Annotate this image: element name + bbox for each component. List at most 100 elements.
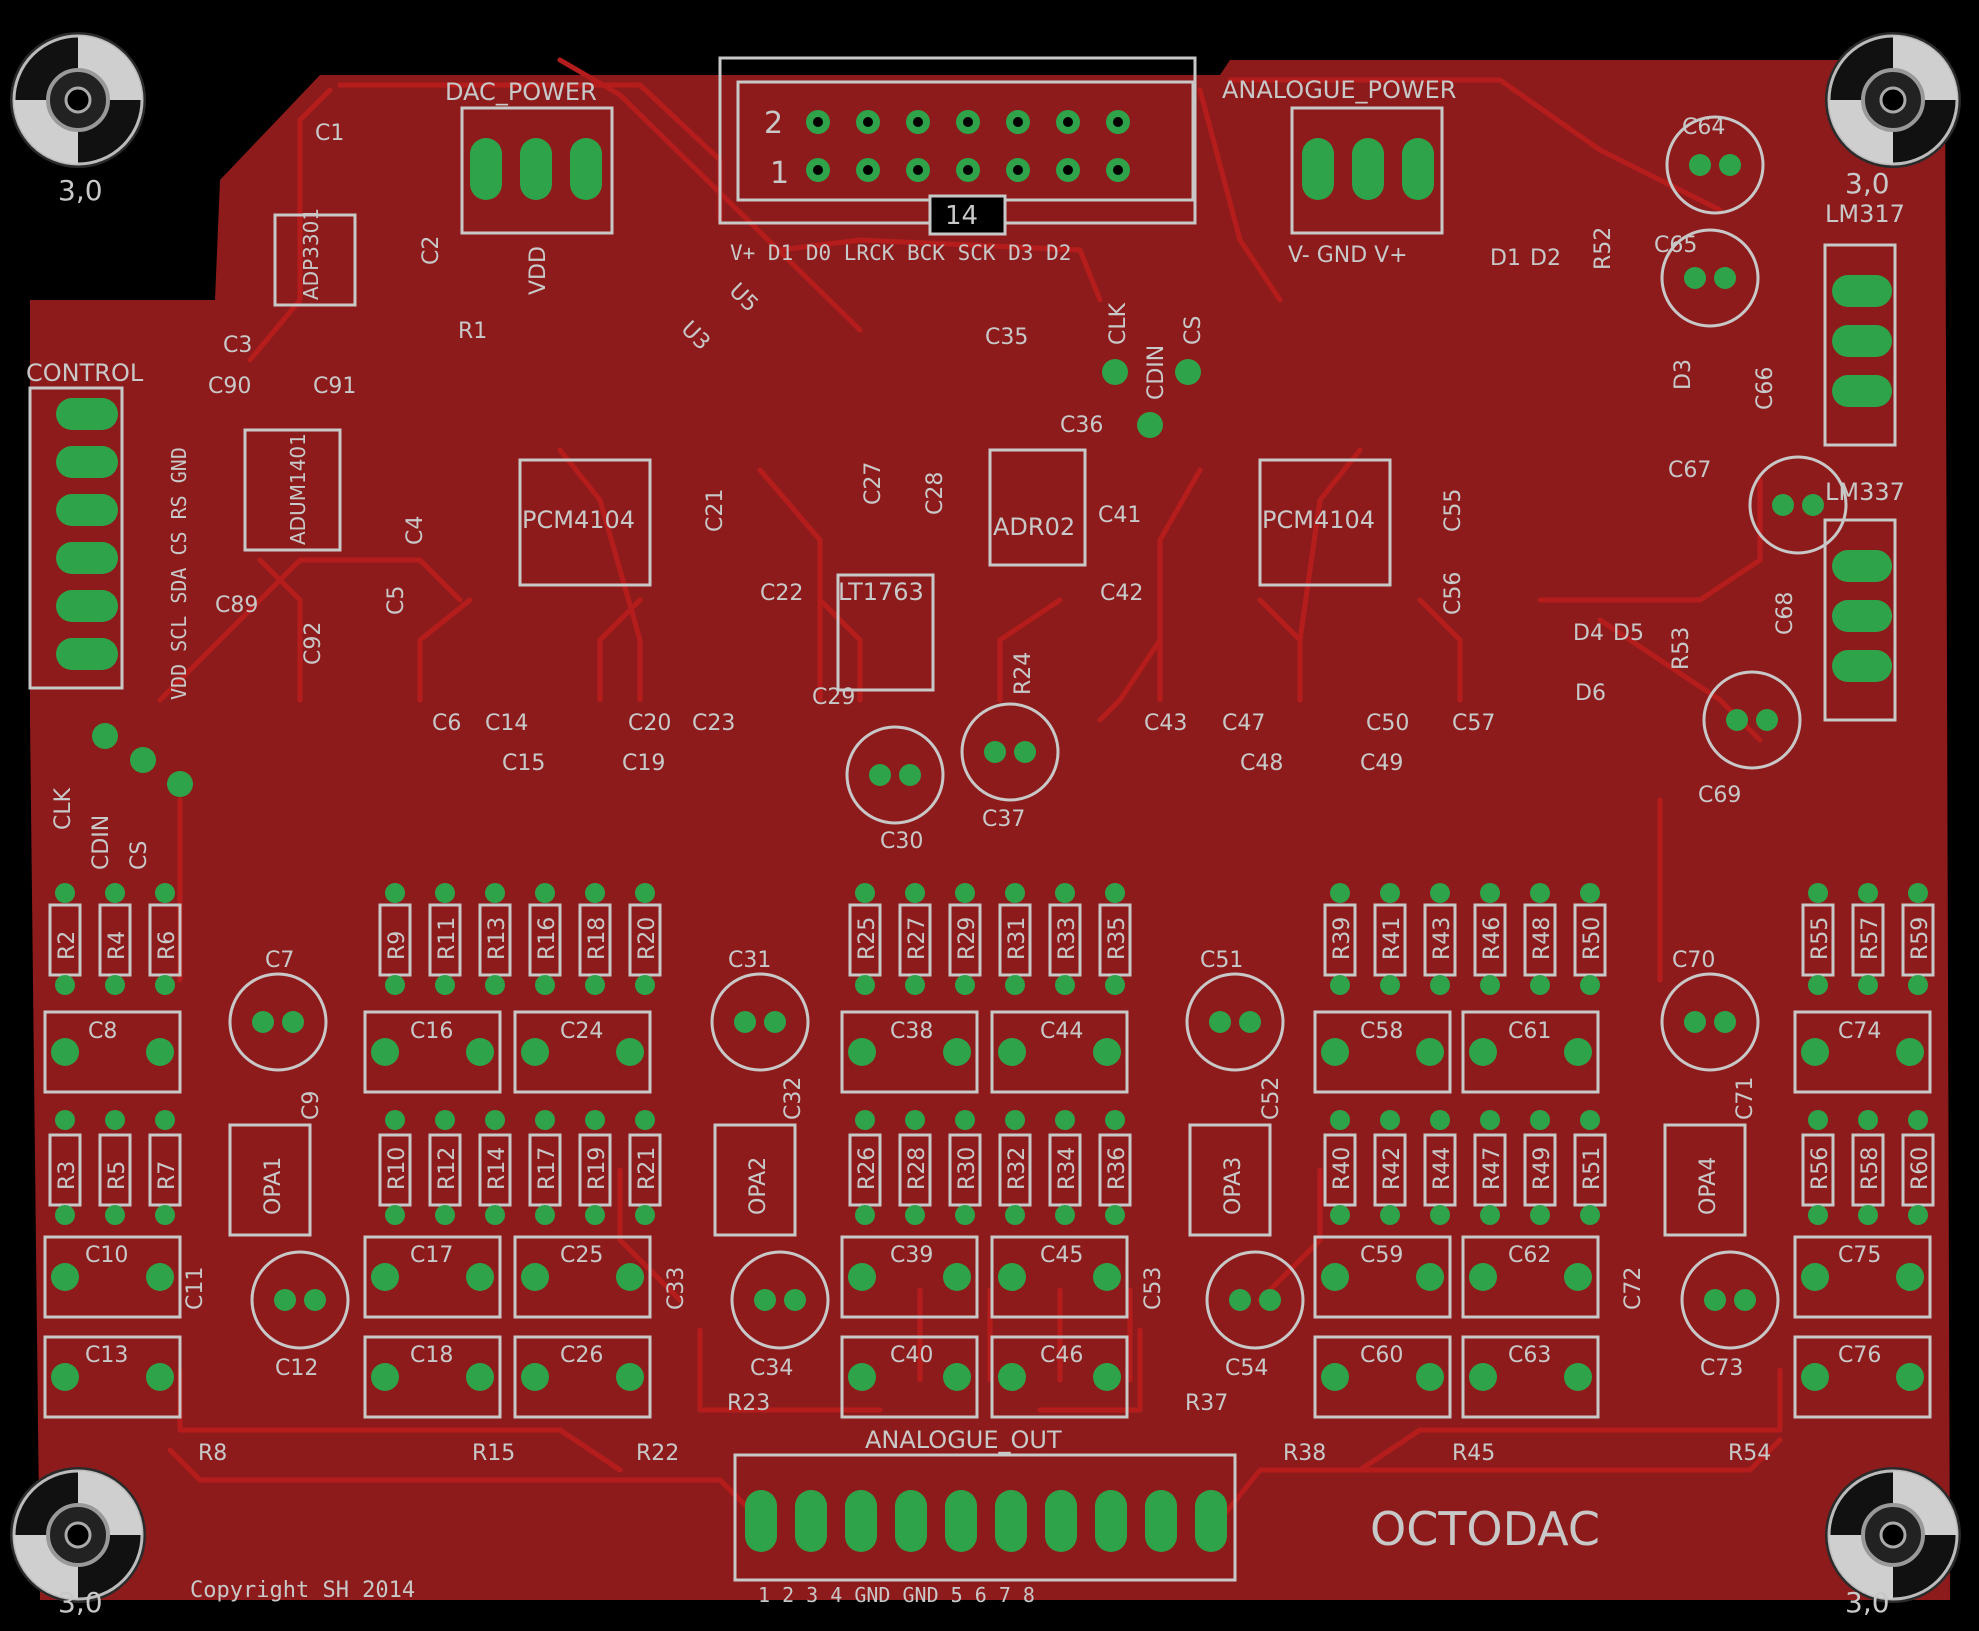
footprint-pad [1105, 883, 1125, 903]
footprint-outline [840, 1335, 979, 1419]
footprint-pad [1808, 1205, 1828, 1225]
resistor-label: R52 [1591, 227, 1616, 270]
header-signal-labels: V+ D1 D0 LRCK BCK SCK D3 D2 [730, 241, 1071, 265]
footprint-pad [485, 883, 505, 903]
cap-label: C21 [703, 489, 728, 532]
testpoint-label-clk: CLK [1106, 302, 1131, 345]
cap-label: C33 [664, 1267, 689, 1310]
resistor-label: R55 [1808, 917, 1833, 960]
resistor-label: R54 [1728, 1441, 1771, 1466]
cap-label: C22 [760, 581, 803, 606]
resistor-label: R58 [1858, 1147, 1883, 1190]
cap-label: C46 [1040, 1343, 1083, 1368]
cap-label: C70 [1672, 948, 1715, 973]
footprint-pad [1259, 1289, 1281, 1311]
electrolytic-cap-outline [845, 725, 945, 825]
footprint-pad [1209, 1011, 1231, 1033]
header-row2-label: 2 [764, 106, 783, 141]
footprint-pad [105, 975, 125, 995]
footprint-pad [1416, 1363, 1444, 1391]
resistor-label: R19 [585, 1147, 610, 1190]
resistor-label: R33 [1055, 917, 1080, 960]
footprint-pad [1801, 1363, 1829, 1391]
footprint-pad [998, 1263, 1026, 1291]
footprint-outline [513, 1335, 652, 1419]
footprint-outline [363, 1235, 502, 1319]
resistor-label: R8 [198, 1441, 227, 1466]
resistor-label: R4 [105, 931, 130, 960]
resistor-label: R21 [635, 1147, 660, 1190]
footprint-pad [485, 1110, 505, 1130]
cap-label: C60 [1360, 1343, 1403, 1368]
footprint-pad [55, 975, 75, 995]
footprint-pad [371, 1038, 399, 1066]
cap-label: C27 [861, 462, 886, 505]
ic-label-opa2: OPA2 [746, 1157, 771, 1215]
cap-label: C69 [1698, 783, 1741, 808]
mount-hole-label: 3,0 [1845, 167, 1890, 200]
resistor-label: R45 [1452, 1441, 1495, 1466]
ic-label-opa4: OPA4 [1696, 1157, 1721, 1215]
resistor-label: R49 [1530, 1147, 1555, 1190]
footprint-pad [371, 1263, 399, 1291]
resistor-label: R12 [435, 1147, 460, 1190]
footprint-pad [535, 1110, 555, 1130]
resistor-label: R31 [1005, 917, 1030, 960]
footprint-outline [1461, 1335, 1600, 1419]
cap-label: C5 [384, 586, 409, 615]
resistor-label: R6 [155, 931, 180, 960]
footprint-pad [55, 883, 75, 903]
cap-label: C11 [183, 1267, 208, 1310]
footprint-pad [1239, 1011, 1261, 1033]
resistor-label: R44 [1430, 1147, 1455, 1190]
footprint-pad [1858, 883, 1878, 903]
footprint-pad [955, 1110, 975, 1130]
cap-label: C53 [1141, 1267, 1166, 1310]
footprint-pad [848, 1263, 876, 1291]
footprint-pad [635, 1110, 655, 1130]
footprint-outline [513, 1010, 652, 1094]
footprint-pad [1321, 1038, 1349, 1066]
resistor-label: R17 [535, 1147, 560, 1190]
footprint-pad [435, 1205, 455, 1225]
cap-label: C20 [628, 711, 671, 736]
footprint-pad [1229, 1289, 1251, 1311]
resistor-label: R39 [1330, 917, 1355, 960]
cap-label: C32 [781, 1077, 806, 1120]
footprint-pad [1580, 1205, 1600, 1225]
resistor-label: R25 [855, 917, 880, 960]
footprint-pad [585, 1205, 605, 1225]
cap-label: C8 [88, 1019, 117, 1044]
footprint-pad [1321, 1363, 1349, 1391]
electrolytic-cap-outline [250, 1250, 350, 1350]
footprint-pad [955, 1205, 975, 1225]
footprint-pad [1896, 1263, 1924, 1291]
footprint-pad [1055, 883, 1075, 903]
cap-label: C30 [880, 829, 923, 854]
cap-label: C66 [1753, 367, 1778, 410]
footprint-pad [585, 883, 605, 903]
cap-label: C23 [692, 711, 735, 736]
cap-label: C41 [1098, 503, 1141, 528]
cap-label: C52 [1259, 1077, 1284, 1120]
footprint-pad [466, 1038, 494, 1066]
resistor-label: R1 [458, 319, 487, 344]
cap-label: C58 [1360, 1019, 1403, 1044]
resistor-label: R16 [535, 917, 560, 960]
cap-label: C57 [1452, 711, 1495, 736]
footprint-pad [855, 883, 875, 903]
cap-label: C34 [750, 1356, 793, 1381]
footprint-pad [385, 1205, 405, 1225]
ic-label-lm337: LM337 [1825, 478, 1905, 506]
footprint-pad [105, 1205, 125, 1225]
footprint-pad [616, 1038, 644, 1066]
resistor-label: R41 [1380, 917, 1405, 960]
diode-label: D4 [1573, 621, 1604, 646]
resistor-label: R26 [855, 1147, 880, 1190]
cap-label: C51 [1200, 948, 1243, 973]
footprint-pad [764, 1011, 786, 1033]
resistor-label: R50 [1580, 917, 1605, 960]
footprint-pad [1908, 1205, 1928, 1225]
dac-power-connector [460, 106, 614, 235]
footprint-pad [1480, 975, 1500, 995]
